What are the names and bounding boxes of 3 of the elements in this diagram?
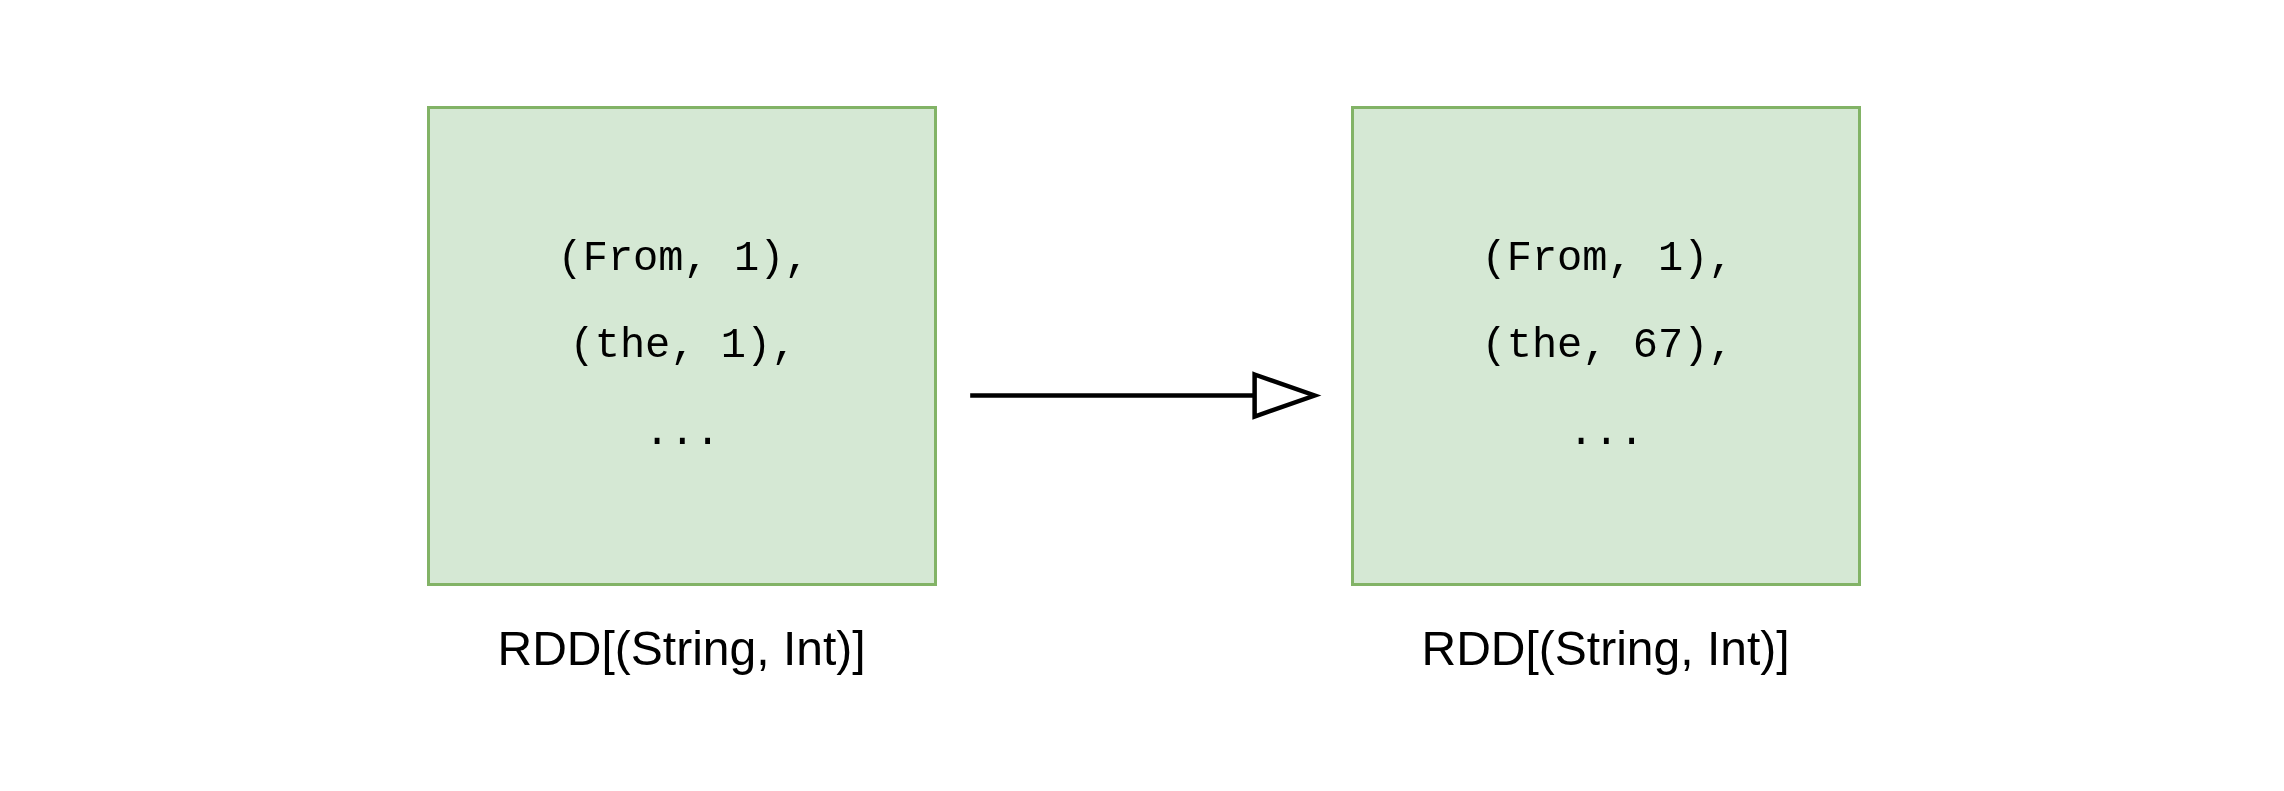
- node-label: RDD[(String, Int)]: [497, 621, 866, 675]
- arrow: [969, 371, 1321, 420]
- node-label: RDD[(String, Int)]: [1421, 621, 1790, 675]
